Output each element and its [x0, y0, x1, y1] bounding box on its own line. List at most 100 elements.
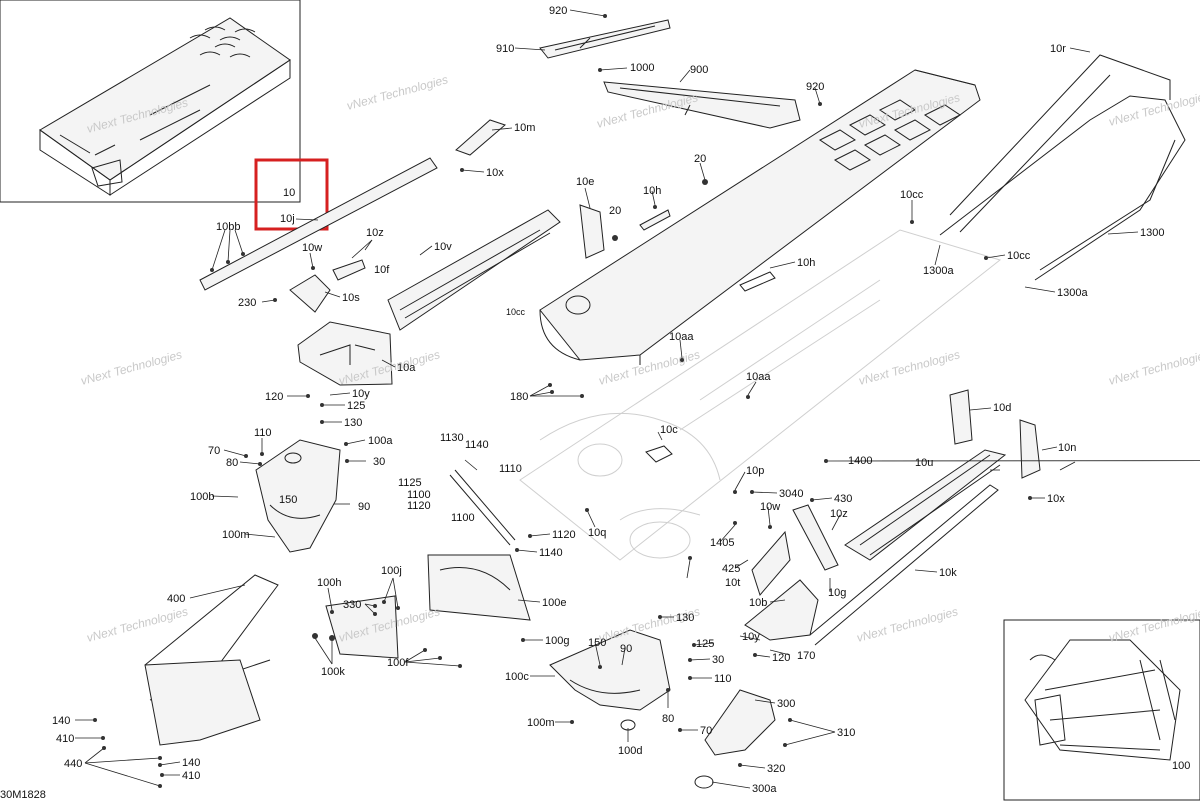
callout-label: 1300a [1057, 287, 1088, 299]
callout-label: 70 [700, 725, 712, 737]
callout-label: 100c [505, 671, 529, 683]
callout-label: 125 [696, 638, 714, 650]
callout-label: 10w [760, 501, 780, 513]
callout-label: 10cc [1007, 250, 1031, 262]
callout-label: 1405 [710, 537, 734, 549]
callout-label: 1300 [1140, 227, 1164, 239]
parts-top [539, 19, 1186, 281]
callout-label: 125 [347, 400, 365, 412]
callout-label: 10h [643, 185, 661, 197]
watermark-text: vNext Technologies [1107, 347, 1200, 388]
callout-label: 180 [510, 391, 528, 403]
parts-left [144, 119, 671, 746]
callout-label: 10t [725, 577, 740, 589]
callout-label: 10bb [216, 221, 240, 233]
leader-lines [75, 9, 1200, 789]
callout-label: 1300a [923, 265, 954, 277]
callout-label: 10z [830, 508, 848, 520]
callout-label: 100e [542, 597, 566, 609]
watermark-text: vNext Technologies [1107, 88, 1200, 129]
callout-label: 10aa [746, 371, 771, 383]
inset-bottom-right-label: 100 [1172, 760, 1190, 772]
callout-label: 320 [767, 763, 785, 775]
callout-label: 80 [662, 713, 674, 725]
callout-label: 10x [486, 167, 504, 179]
callout-label: 1100 [407, 489, 431, 501]
callout-label: 110 [714, 673, 732, 685]
callout-label: 330 [343, 599, 361, 611]
parts-right [549, 389, 1041, 789]
inset-tunnel-drawing [39, 17, 291, 196]
callout-label: 30 [712, 654, 724, 666]
callout-label: 100m [222, 529, 250, 541]
callout-label: 440 [64, 758, 82, 770]
callout-label: 10f [374, 264, 390, 276]
callout-label: 920 [806, 81, 824, 93]
callout-label: 10h [797, 257, 815, 269]
callout-label: 300a [752, 783, 777, 795]
watermark-text: vNext Technologies [79, 347, 183, 388]
callout-label: 3040 [779, 488, 803, 500]
callout-label: 100h [317, 577, 341, 589]
callout-label: 90 [620, 643, 632, 655]
callout-label: 230 [238, 297, 256, 309]
callout-label: 150 [588, 637, 606, 649]
callout-label: 10r [1050, 43, 1066, 55]
callout-label: 1110 [499, 463, 522, 475]
watermark-text: vNext Technologies [85, 604, 189, 645]
callout-label: 10d [993, 402, 1011, 414]
callout-label: 20 [609, 205, 621, 217]
callout-label: 10m [514, 122, 535, 134]
callout-label: 10e [576, 176, 594, 188]
callout-label: 10n [1058, 442, 1076, 454]
callout-label: 1140 [465, 439, 489, 451]
watermark-text: vNext Technologies [345, 72, 449, 113]
callout-label: 1100 [451, 512, 475, 524]
callout-label: 10z [366, 227, 384, 239]
callout-label: 10a [397, 362, 416, 374]
callout-label: 1000 [630, 62, 654, 74]
callout-label: 910 [496, 43, 514, 55]
callout-label: 120 [265, 391, 283, 403]
highlight-box [254, 158, 329, 231]
callout-label: 1120 [407, 500, 431, 512]
drawing-code: 30M1828 [0, 789, 46, 801]
callout-label: 10cc [506, 307, 526, 317]
callout-label: 70 [208, 445, 220, 457]
callout-label: 10u [915, 457, 933, 469]
callout-label: 120 [772, 652, 790, 664]
callout-label: 20 [694, 153, 706, 165]
watermark-text: vNext Technologies [855, 604, 959, 645]
callout-label: 80 [226, 457, 238, 469]
callout-label: 400 [167, 593, 185, 605]
highlight-label: 10 [283, 187, 295, 199]
callout-label: 10v [434, 241, 452, 253]
tunnel-assembly [519, 69, 1002, 561]
callout-label: 10c [660, 424, 678, 436]
callout-label: 10cc [900, 189, 924, 201]
callout-label: 410 [56, 733, 74, 745]
callout-label: 100d [618, 745, 642, 757]
highlight-label: 10j [280, 213, 295, 225]
callout-label: 10p [746, 465, 764, 477]
callout-label: 10aa [669, 331, 694, 343]
callout-label: 10k [939, 567, 957, 579]
callout-label: 10y [742, 631, 760, 643]
callout-label: 10g [828, 587, 846, 599]
callout-label: 1400 [848, 455, 872, 467]
callout-label: 100f [387, 657, 409, 669]
callout-label: 100m [527, 717, 555, 729]
inset-bottom-right: 100 [1003, 619, 1200, 801]
callout-label: 130 [676, 612, 694, 624]
callout-label: 100a [368, 435, 393, 447]
callout-label: 140 [52, 715, 70, 727]
callout-label: 30 [373, 456, 385, 468]
callout-label: 430 [834, 493, 852, 505]
callout-label: 150 [279, 494, 297, 506]
callout-label: 100k [321, 666, 345, 678]
inset-frame-drawing [1024, 639, 1181, 761]
callout-label: 410 [182, 770, 200, 782]
callout-label: 10y [352, 388, 370, 400]
callout-label: 1125 [398, 477, 422, 489]
